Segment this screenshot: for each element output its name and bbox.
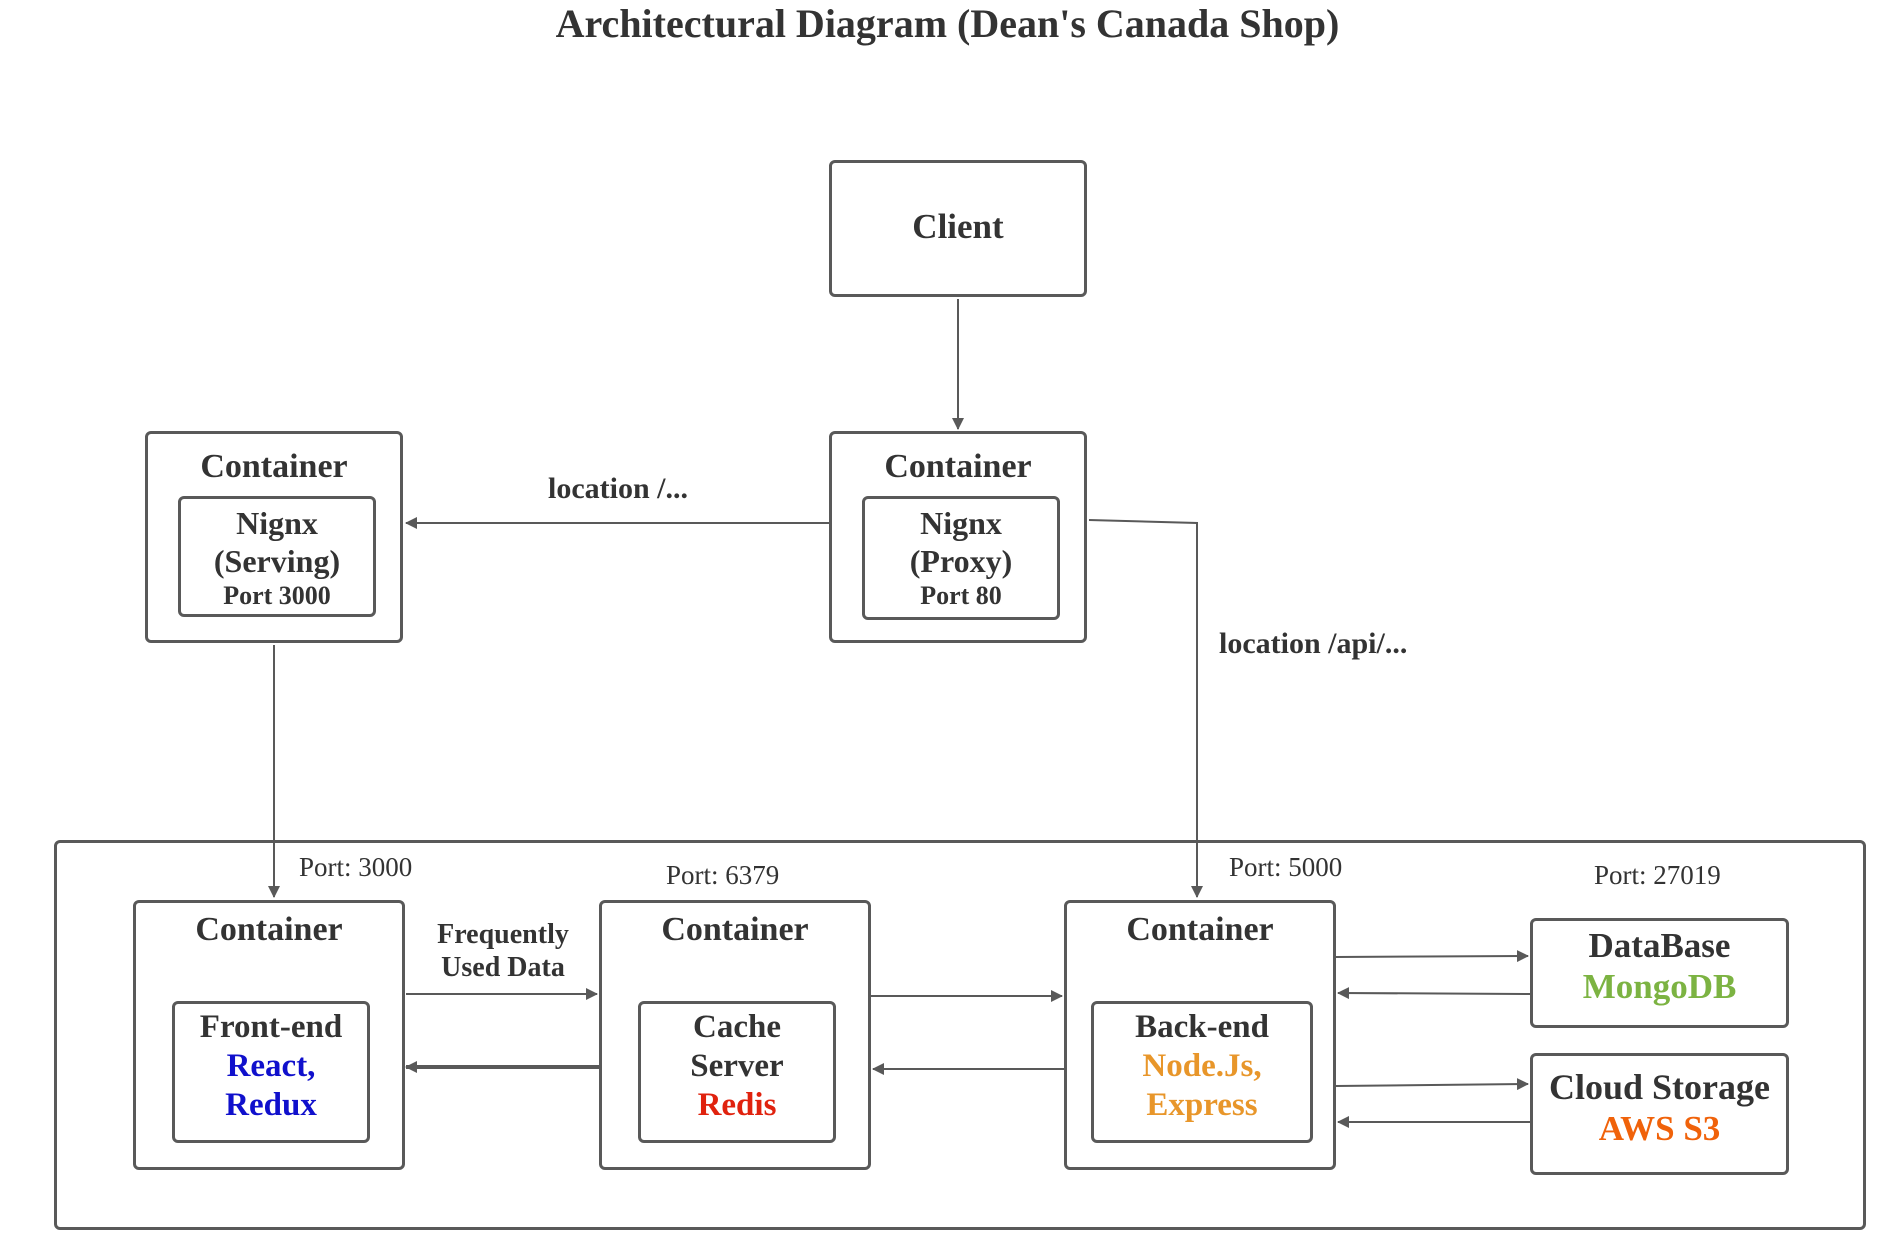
client-label: Client bbox=[912, 207, 1004, 246]
edge-label-frequently: Frequently bbox=[437, 919, 569, 950]
serving-nginx-box[interactable]: Nignx (Serving) Port 3000 bbox=[178, 496, 376, 617]
backend-container[interactable]: Container Back-end Node.Js, Express bbox=[1064, 900, 1336, 1170]
frontend-container-label: Container bbox=[195, 911, 343, 948]
edge-backend-to-database bbox=[1335, 950, 1529, 963]
proxy-container-label: Container bbox=[884, 448, 1032, 485]
backend-name: Back-end bbox=[1135, 1009, 1269, 1045]
frontend-tech-redux: Redux bbox=[225, 1086, 317, 1123]
proxy-container[interactable]: Container Nignx (Proxy) Port 80 bbox=[829, 431, 1087, 643]
serving-container[interactable]: Container Nignx (Serving) Port 3000 bbox=[145, 431, 403, 643]
proxy-role: (Proxy) bbox=[909, 542, 1013, 579]
database-node[interactable]: DataBase MongoDB bbox=[1530, 918, 1789, 1028]
edge-label-location-api: location /api/... bbox=[1219, 627, 1408, 660]
database-tech-mongodb: MongoDB bbox=[1582, 967, 1737, 1007]
edge-proxy-to-backend bbox=[1088, 519, 1203, 898]
client-node[interactable]: Client bbox=[829, 160, 1087, 297]
backend-tech-express: Express bbox=[1146, 1086, 1258, 1123]
frontend-container[interactable]: Container Front-end React, Redux bbox=[133, 900, 405, 1170]
serving-role: (Serving) bbox=[213, 542, 341, 579]
cache-name-line1: Cache bbox=[693, 1009, 781, 1045]
edge-label-location-root: location /... bbox=[548, 472, 688, 505]
cloud-storage-tech-s3: AWS S3 bbox=[1598, 1109, 1721, 1149]
edge-backend-to-storage bbox=[1335, 1078, 1529, 1091]
frontend-box[interactable]: Front-end React, Redux bbox=[172, 1001, 370, 1143]
edge-database-to-backend bbox=[1337, 987, 1531, 1000]
cloud-storage-name: Cloud Storage bbox=[1548, 1067, 1770, 1107]
cache-name-line2: Server bbox=[690, 1047, 784, 1084]
serving-container-label: Container bbox=[200, 448, 348, 485]
serving-name: Nignx bbox=[236, 505, 318, 541]
proxy-port: Port 80 bbox=[920, 580, 1002, 610]
proxy-name: Nignx bbox=[920, 505, 1002, 541]
cache-container-label: Container bbox=[661, 911, 809, 948]
diagram-title: Architectural Diagram (Dean's Canada Sho… bbox=[555, 1, 1340, 46]
proxy-nginx-box[interactable]: Nignx (Proxy) Port 80 bbox=[862, 496, 1060, 620]
backend-container-label: Container bbox=[1126, 911, 1274, 948]
cache-tech-redis: Redis bbox=[697, 1086, 777, 1123]
cache-port-label: Port: 6379 bbox=[666, 860, 780, 890]
database-port-label: Port: 27019 bbox=[1594, 860, 1721, 890]
cache-container[interactable]: Container Cache Server Redis bbox=[599, 900, 871, 1170]
backend-port-label: Port: 5000 bbox=[1229, 852, 1343, 882]
backend-tech-node: Node.Js, bbox=[1142, 1047, 1262, 1084]
frontend-name: Front-end bbox=[199, 1009, 343, 1045]
cloud-storage-node[interactable]: Cloud Storage AWS S3 bbox=[1530, 1053, 1789, 1175]
serving-port: Port 3000 bbox=[223, 580, 331, 610]
database-name: DataBase bbox=[1588, 926, 1731, 965]
edge-label-used-data: Used Data bbox=[441, 952, 565, 984]
backend-box[interactable]: Back-end Node.Js, Express bbox=[1091, 1001, 1313, 1143]
frontend-tech-react: React, bbox=[226, 1047, 316, 1084]
cache-box[interactable]: Cache Server Redis bbox=[638, 1001, 836, 1143]
frontend-port-label: Port: 3000 bbox=[299, 852, 413, 882]
